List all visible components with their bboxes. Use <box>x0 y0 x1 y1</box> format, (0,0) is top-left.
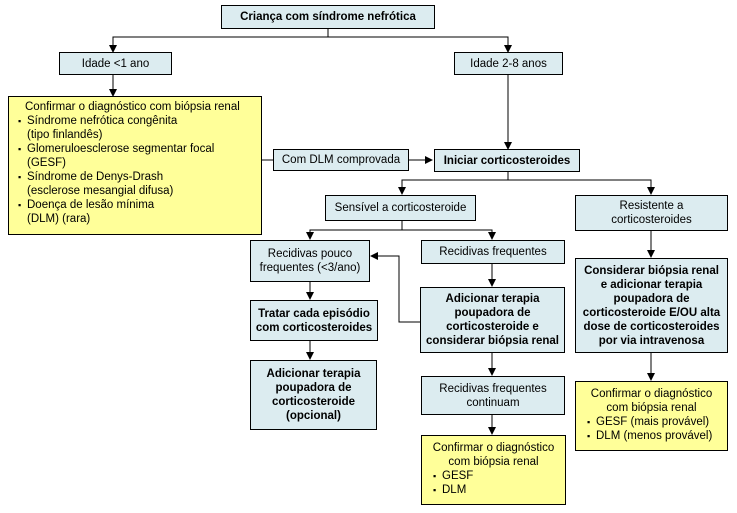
node-confirm-gesf-dlm-title: Confirmar o diagnóstico com biópsia rena… <box>432 442 555 468</box>
node-age-under-1-label: Idade <1 ano <box>81 57 150 70</box>
edge-root-to-age-under1 <box>109 28 329 53</box>
list-item: ▪Glomeruloesclerose segmentar focal <box>18 143 215 155</box>
node-add-sparing-biopsy: Adicionar terapia poupadora de corticost… <box>420 287 565 353</box>
node-confirm-gesf-dlm: Confirmar o diagnóstico com biópsia rena… <box>421 435 566 505</box>
node-start-corticosteroids: Iniciar corticosteroides <box>434 149 580 172</box>
node-treat-each: Tratar cada episódio com corticosteroide… <box>250 300 378 341</box>
edge-sensitive-to-frequent <box>402 229 496 240</box>
node-frequent-continue: Recidivas frequentes continuam <box>421 376 565 415</box>
node-confirm-biopsy: Confirmar o diagnóstico com biópsia rena… <box>8 96 262 235</box>
list-item: (DLM) (rara) <box>27 213 91 225</box>
node-resistant-label: Resistente a corticosteroides <box>611 200 692 226</box>
list-item: ▪GESF <box>433 470 474 482</box>
node-confirm-gesf-dlm-list: ▪GESF ▪DLM <box>426 469 473 497</box>
list-item: ▪GESF (mais provável) <box>587 416 710 428</box>
node-dlm-confirmed: Com DLM comprovada <box>273 149 409 171</box>
node-treat-each-label: Tratar cada episódio com corticosteroide… <box>255 307 373 334</box>
node-infrequent-relapses-label: Recidivas pouco frequentes (<3/ano) <box>259 248 361 274</box>
node-frequent-continue-label: Recidivas frequentes continuam <box>439 382 547 409</box>
node-age-2-8: Idade 2-8 anos <box>454 52 563 75</box>
node-sensitive: Sensível a corticosteroide <box>325 195 476 221</box>
node-infrequent-relapses: Recidivas pouco frequentes (<3/ano) <box>250 240 370 282</box>
node-confirm-resistant-list: ▪GESF (mais provável) ▪DLM (menos prováv… <box>580 415 712 443</box>
node-age-under-1: Idade <1 ano <box>59 52 172 75</box>
node-confirm-resistant-title: Confirmar o diagnóstico com biópsia rena… <box>590 388 713 414</box>
node-consider-biopsy-iv: Considerar biópsia renal e adicionar ter… <box>575 258 728 353</box>
node-add-sparing-optional: Adicionar terapia poupadora de corticost… <box>250 360 377 430</box>
node-root-label: Criança com síndrome nefrótica <box>240 11 416 23</box>
node-resistant: Resistente a corticosteroides <box>575 195 728 231</box>
edge-start-to-sensitive <box>398 171 509 195</box>
node-frequent-relapses: Recidivas frequentes <box>421 240 565 264</box>
node-confirm-biopsy-list: ▪Síndrome nefrótica congênita (tipo finl… <box>15 114 214 226</box>
list-item: ▪DLM <box>433 484 467 496</box>
edge-start-to-resistant <box>508 179 655 195</box>
node-consider-biopsy-iv-label: Considerar biópsia renal e adicionar ter… <box>582 264 721 347</box>
edge-sensitive-to-infrequent <box>306 220 403 240</box>
node-frequent-relapses-label: Recidivas frequentes <box>439 246 547 258</box>
node-confirm-resistant: Confirmar o diagnóstico com biópsia rena… <box>575 381 728 451</box>
node-dlm-confirmed-label: Com DLM comprovada <box>281 154 401 166</box>
node-age-2-8-label: Idade 2-8 anos <box>470 57 547 70</box>
node-root: Criança com síndrome nefrótica <box>221 5 435 29</box>
edge-root-to-age-2-8 <box>328 36 512 53</box>
list-item: ▪Doença de lesão mínima <box>18 199 155 211</box>
edge-add-sparing-to-infrequent <box>370 252 420 323</box>
node-add-sparing-optional-label: Adicionar terapia poupadora de corticost… <box>266 368 361 422</box>
node-confirm-biopsy-title: Confirmar o diagnóstico com biópsia rena… <box>25 101 240 113</box>
node-start-corticosteroids-label: Iniciar corticosteroides <box>443 154 571 167</box>
list-item: (tipo finlandês) <box>27 129 103 141</box>
list-item: (esclerose mesangial difusa) <box>27 185 174 197</box>
list-item: ▪Síndrome nefrótica congênita <box>18 115 178 127</box>
node-add-sparing-biopsy-label: Adicionar terapia poupadora de corticost… <box>426 293 559 347</box>
list-item: ▪DLM (menos provável) <box>587 430 713 442</box>
node-sensitive-label: Sensível a corticosteroide <box>334 202 467 214</box>
list-item: ▪Síndrome de Denys-Drash <box>18 171 164 183</box>
list-item: (GESF) <box>27 157 66 169</box>
